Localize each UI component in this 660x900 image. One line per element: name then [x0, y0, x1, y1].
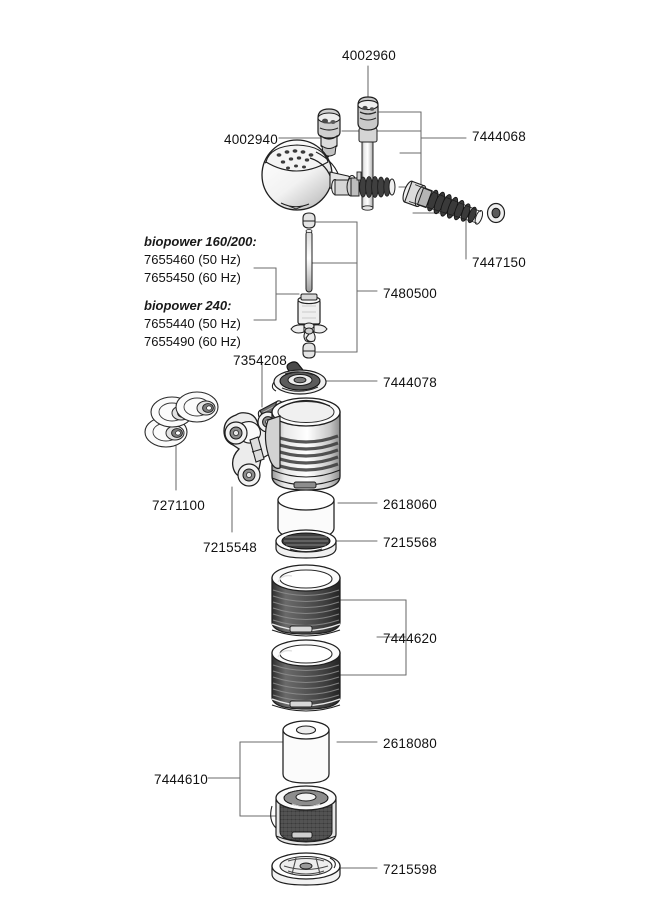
callout-7444068: 7444068 [472, 129, 526, 144]
callout-7354208: 7354208 [233, 353, 287, 368]
callout-4002940: 4002940 [224, 132, 278, 147]
part-suction-cups [144, 391, 219, 448]
callout-7444078: 7444078 [383, 375, 437, 390]
part-media-basket-upper [271, 564, 341, 637]
part-ball-joint-nozzle-upper [317, 108, 341, 157]
motor-group-heading-160-200: biopower 160/200: [144, 234, 257, 249]
motor-variants-block: biopower 160/200: 7655460 (50 Hz) 765545… [144, 232, 257, 350]
callout-7215548: 7215548 [203, 540, 257, 555]
callout-4002960: 4002960 [342, 48, 396, 63]
motor-part-7655440: 7655440 (50 Hz) [144, 316, 241, 331]
part-outlet-adapter-long [402, 180, 484, 225]
callout-7215598: 7215598 [383, 862, 437, 877]
part-pump-cover-plate [271, 361, 327, 395]
callout-7271100: 7271100 [152, 498, 205, 513]
part-media-basket-lower [270, 785, 337, 846]
part-outlet-adapter-small [331, 171, 396, 198]
part-filter-screen-upper [275, 529, 337, 559]
callout-2618060: 2618060 [383, 497, 437, 512]
callout-7480500: 7480500 [383, 286, 437, 301]
part-impeller-assembly [290, 212, 328, 359]
callout-2618080: 2618080 [383, 736, 437, 751]
motor-part-7655450: 7655450 (60 Hz) [144, 269, 241, 285]
motor-part-7655460: 7655460 (50 Hz) [144, 252, 241, 267]
part-foam-cartridge-lower [282, 720, 330, 784]
part-hose-connector-elbow [357, 96, 379, 211]
part-sealing-washer [486, 202, 506, 224]
part-pump-housing-canister [264, 397, 341, 491]
callout-7444610: 7444610 [154, 772, 208, 787]
part-base-strainer-plate [271, 852, 341, 886]
callout-7444620: 7444620 [383, 631, 437, 646]
callout-7215568: 7215568 [383, 535, 437, 550]
callout-7447150: 7447150 [472, 255, 526, 270]
motor-part-7655490: 7655490 (60 Hz) [144, 333, 241, 349]
part-media-basket-mid [271, 639, 341, 712]
part-spray-bar-ball [261, 139, 357, 211]
part-foam-cartridge-upper [277, 489, 335, 539]
motor-group-heading-240: biopower 240: [144, 298, 232, 313]
